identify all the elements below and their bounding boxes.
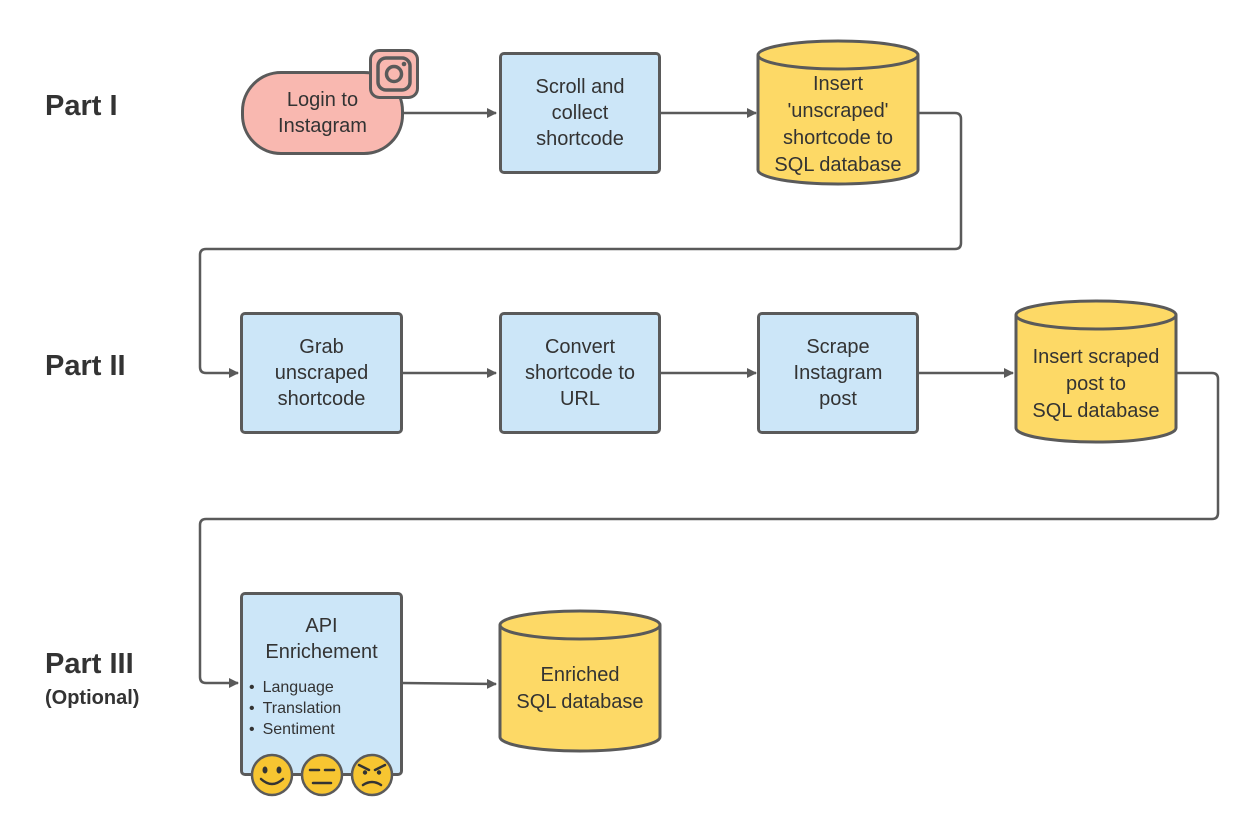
scroll-collect-node: Scroll and collect shortcode [499,52,661,174]
smiling-face-icon [250,753,294,797]
node-text-line: Convert [544,336,616,358]
connector-part2-to-part3 [198,371,1220,688]
neutral-face-icon [300,753,344,797]
node-text-line: Enrichement [265,641,378,663]
insert-scraped-label: Insert scraped post to SQL database [1016,338,1176,430]
api-enrichment-title: API Enrichement [243,613,400,665]
database-cylinder-unscraped [756,39,920,186]
connector-part1-to-part2 [198,111,963,378]
node-text-line: Scrape [806,336,870,358]
node-text-line: Login to [286,89,359,111]
node-text-line: SQL database [1032,399,1160,422]
node-text-line: Instagram [793,362,883,384]
enrichment-list: Language Translation Sentiment [249,677,342,740]
part-label-2: Part II [45,350,126,382]
database-cylinder-enriched [498,609,662,753]
node-text-line: shortcode to [782,127,894,149]
node-text-line: Instagram [278,115,367,137]
angry-face-icon [350,753,394,797]
node-text-line: API [305,615,338,637]
node-text-line: Enriched [540,664,620,686]
part-label-1: Part I [45,90,118,122]
node-text-line: post to [1065,372,1127,395]
node-text-line: Scroll and [535,76,625,98]
node-text-line: URL [559,388,600,410]
node-text-line: collect [551,102,609,124]
insert-unscraped-label: Insert 'unscraped' shortcode to SQL data… [758,72,918,178]
node-text-line: Insert [812,73,864,95]
list-item: Sentiment [249,719,341,740]
node-text-line: Insert scraped [1032,345,1160,368]
grab-shortcode-node: Grab unscraped shortcode [240,312,403,434]
node-text-line: shortcode [277,388,366,410]
node-text-line: unscraped [274,362,369,384]
database-cylinder-scraped [1014,299,1178,444]
enriched-database-label: Enriched SQL database [500,643,660,735]
node-text-line: SQL database [516,691,644,713]
node-text-line: shortcode to [524,362,636,384]
list-item: Translation [249,698,342,719]
node-text-line: post [819,388,857,410]
part-label-3-optional: (Optional) [45,687,140,709]
node-text-line: Grab [299,336,344,358]
arrow-api-to-enriched [401,678,497,689]
instagram-icon [369,49,419,99]
node-text-line: SQL database [774,154,902,176]
part-label-3: Part III [45,648,134,680]
api-enrichment-node: API Enrichement Language Translation Sen… [240,592,403,776]
list-item: Language [249,677,341,698]
convert-url-node: Convert shortcode to URL [499,312,661,434]
node-text-line: 'unscraped' [787,100,889,122]
scrape-post-node: Scrape Instagram post [757,312,919,434]
node-text-line: shortcode [536,128,624,150]
